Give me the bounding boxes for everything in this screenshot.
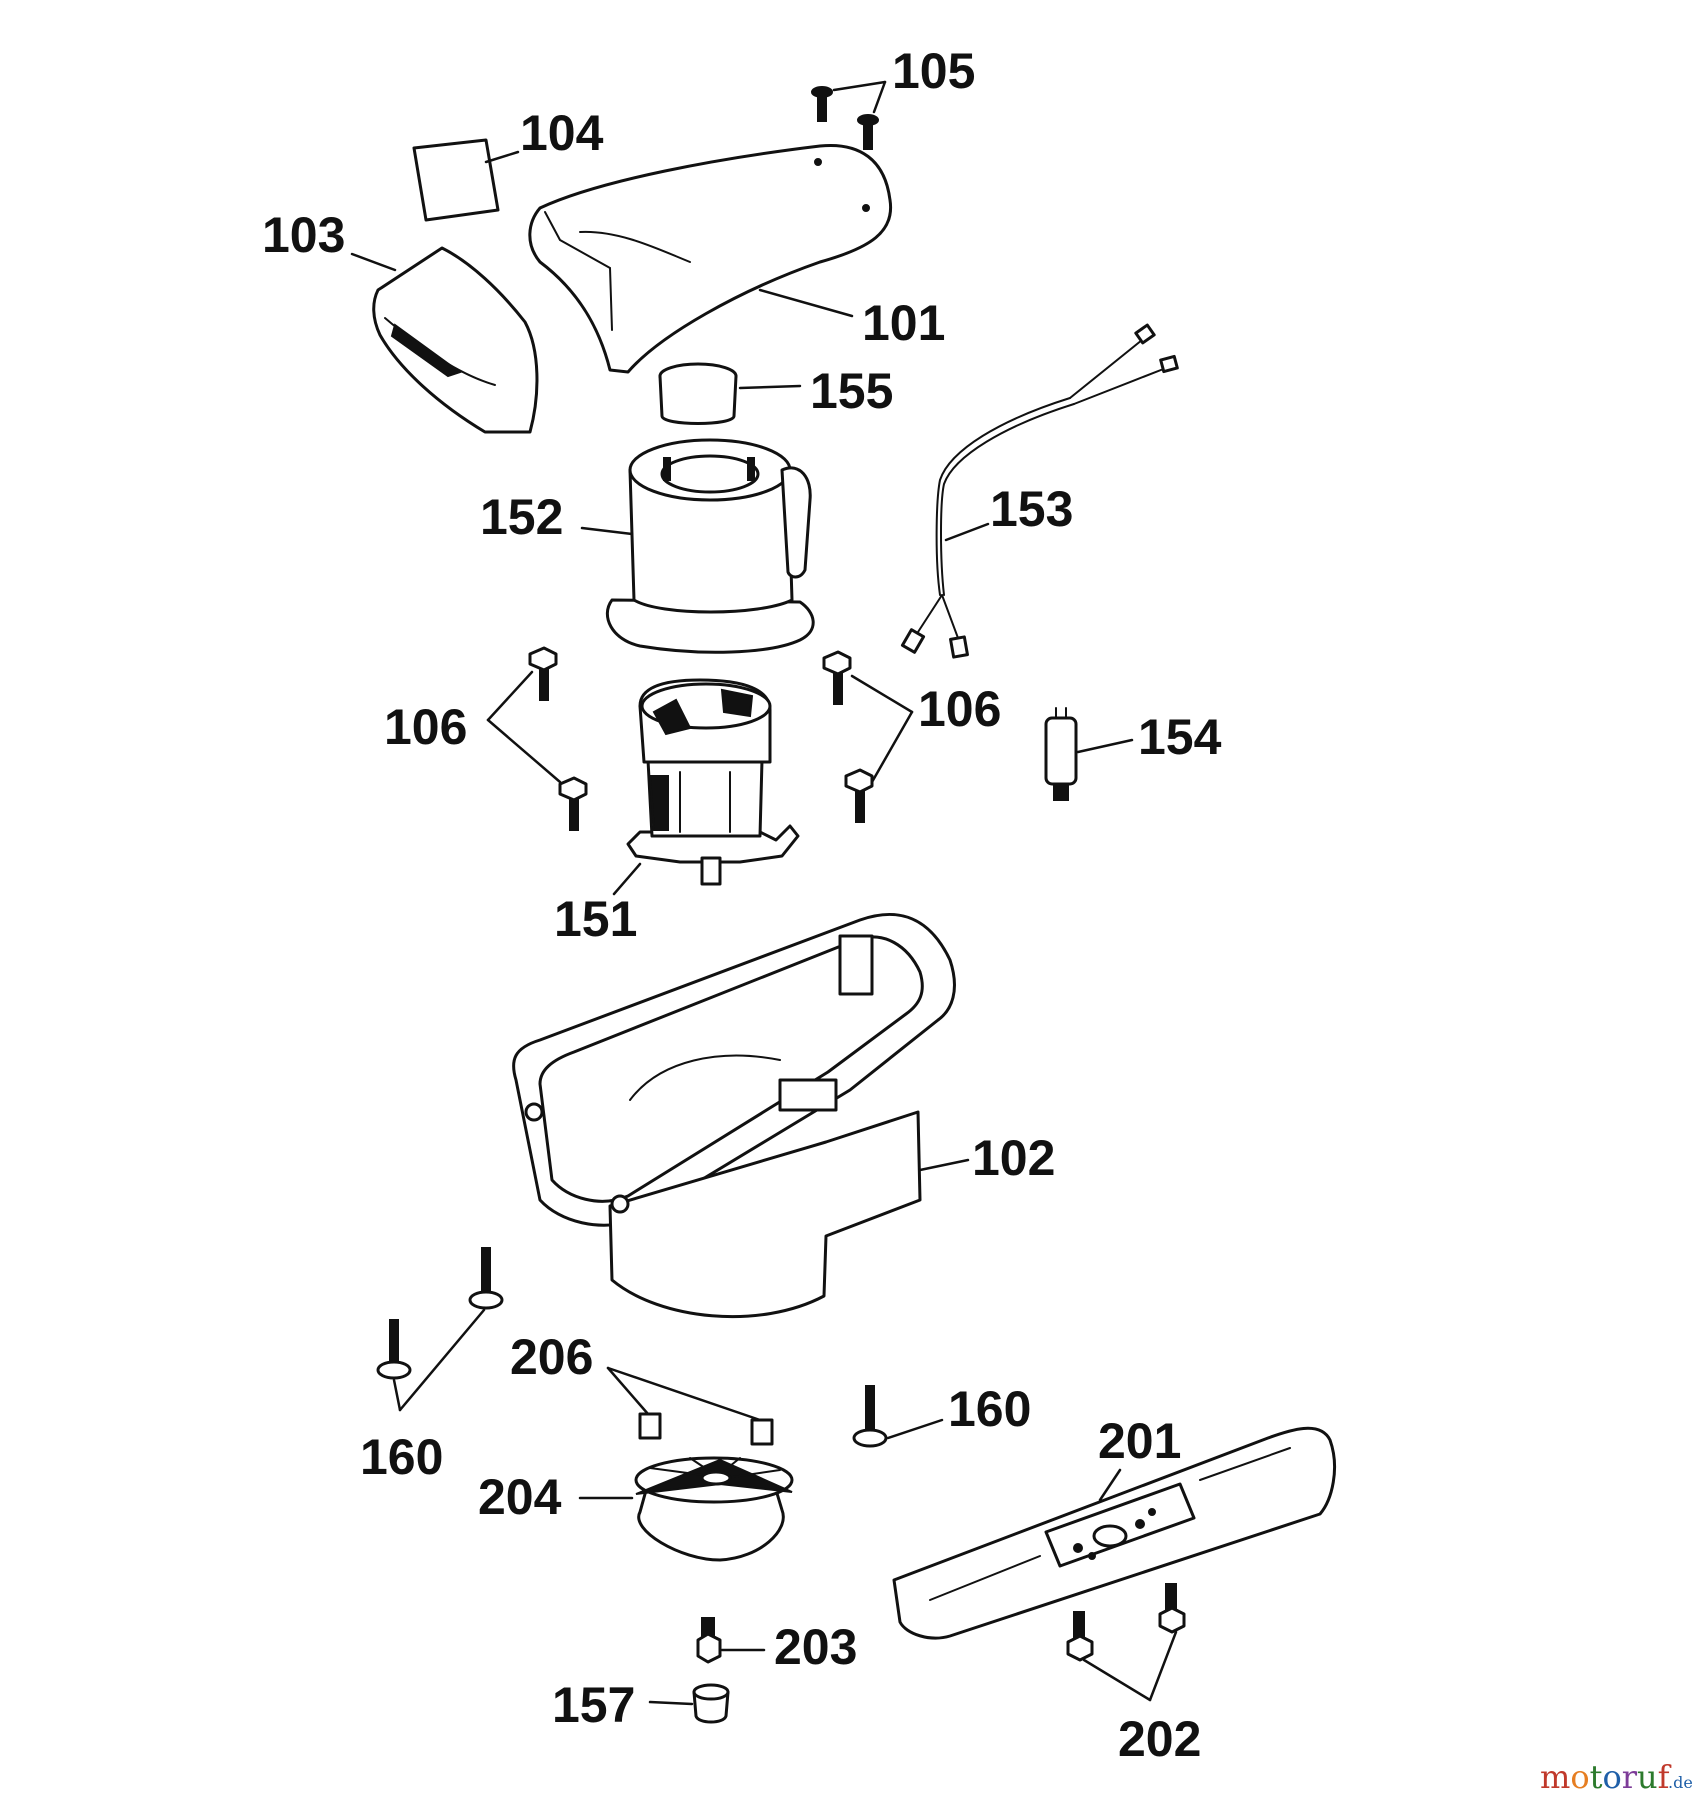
part-151-motor <box>612 678 800 896</box>
part-155-ring <box>658 362 802 425</box>
label-part-103: 103 <box>262 207 345 263</box>
part-152-motor-housing <box>580 438 815 654</box>
watermark-logo-suffix: .de <box>1668 1773 1693 1792</box>
part-106-screws-right <box>822 650 914 823</box>
label-part-157: 157 <box>552 1677 635 1733</box>
part-204-fan <box>578 1456 794 1562</box>
label-part-160-left: 160 <box>360 1429 443 1485</box>
label-part-151: 151 <box>554 891 637 947</box>
watermark-letter: t <box>1590 1758 1603 1796</box>
part-102-deck-housing <box>512 912 970 1319</box>
label-part-160-right: 160 <box>948 1381 1031 1437</box>
label-part-104: 104 <box>520 105 604 161</box>
part-153-cable <box>900 323 1179 659</box>
part-103-front-cover <box>350 246 539 434</box>
part-105-screws <box>811 80 887 150</box>
part-202-bolts <box>1066 1583 1186 1702</box>
label-part-202: 202 <box>1118 1711 1201 1767</box>
label-part-101: 101 <box>862 295 945 351</box>
part-106-screws-left <box>486 646 588 831</box>
label-part-106-left: 106 <box>384 699 467 755</box>
part-206-clips <box>606 1366 774 1446</box>
watermark-letter: o <box>1570 1758 1589 1796</box>
label-part-155: 155 <box>810 363 893 419</box>
label-part-102: 102 <box>972 1130 1055 1186</box>
part-201-blade <box>892 1426 1337 1640</box>
part-104-sticker <box>412 138 520 222</box>
watermark-logo-text: motoruf <box>1540 1758 1672 1796</box>
label-part-203: 203 <box>774 1619 857 1675</box>
label-part-152: 152 <box>480 489 563 545</box>
part-154-capacitor <box>1044 707 1134 801</box>
label-part-201: 201 <box>1098 1413 1181 1469</box>
part-160-screws-left <box>376 1247 504 1412</box>
label-part-206: 206 <box>510 1329 593 1385</box>
watermark-letter: o <box>1602 1758 1621 1796</box>
part-203-bolt <box>696 1617 766 1664</box>
label-part-105: 105 <box>892 43 975 99</box>
part-157-washer <box>648 1683 730 1724</box>
label-part-154: 154 <box>1138 709 1222 765</box>
motoruf-watermark: motoruf .de <box>1540 1758 1693 1796</box>
part-101-top-cover <box>528 143 893 374</box>
label-part-106-right: 106 <box>918 681 1001 737</box>
watermark-letter: r <box>1622 1758 1638 1796</box>
label-part-153: 153 <box>990 481 1073 537</box>
watermark-letter: u <box>1637 1758 1658 1796</box>
watermark-letter: f <box>1658 1758 1672 1796</box>
part-160-screw-right <box>852 1385 944 1448</box>
watermark-letter: m <box>1540 1758 1570 1796</box>
label-part-204: 204 <box>478 1469 562 1525</box>
